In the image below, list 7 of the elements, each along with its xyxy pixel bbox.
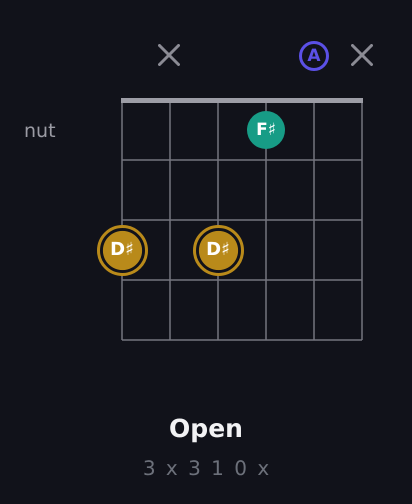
note-marker: D♯ bbox=[96, 224, 148, 276]
chord-title: Open bbox=[169, 414, 243, 443]
open-string-marker: A bbox=[299, 41, 329, 71]
note-marker: F♯ bbox=[247, 111, 285, 149]
note-marker: D♯ bbox=[192, 224, 244, 276]
nut-label: nut bbox=[24, 120, 56, 142]
fingering-label: 3 x 3 1 0 x bbox=[142, 456, 272, 480]
